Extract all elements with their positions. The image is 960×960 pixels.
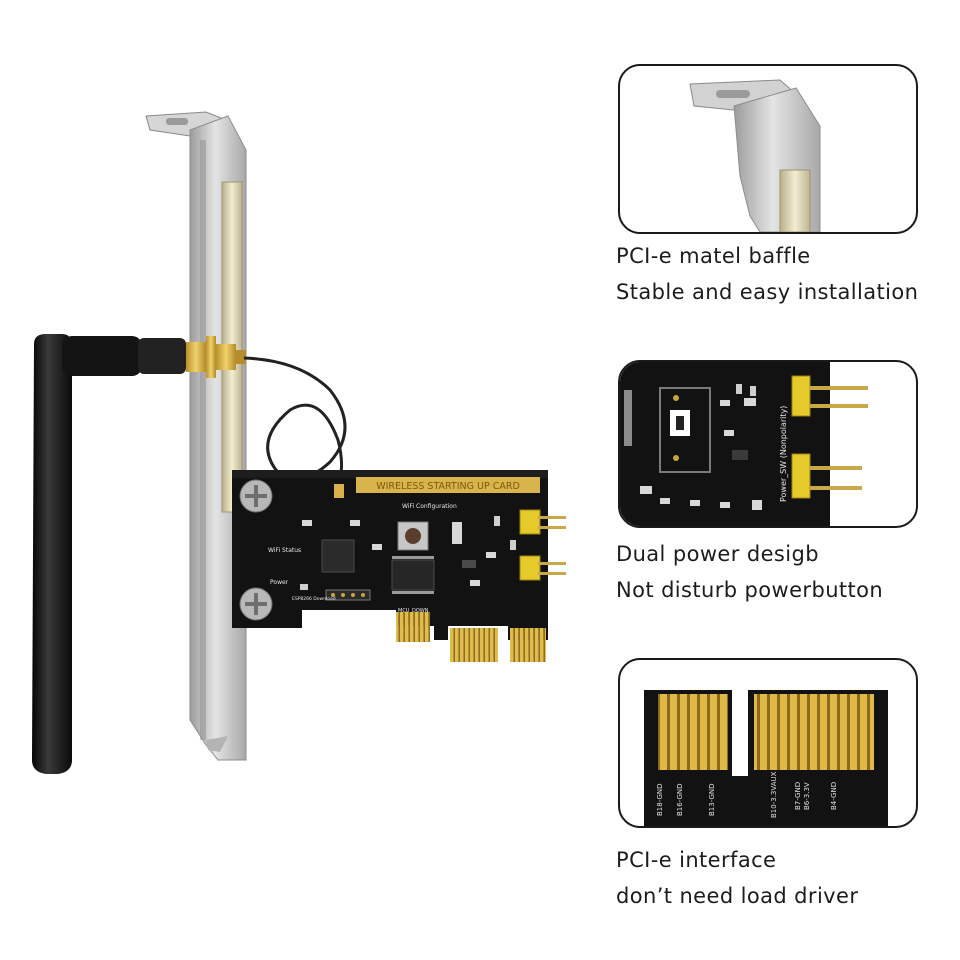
label-mcu-down: MCU_DOWN [398,608,429,614]
antenna [32,334,246,774]
feature-title: PCI-e interface [616,848,777,872]
edge-fingers-right [510,628,546,662]
feature-caption-interface: PCI-e interface don’t need load driver [616,842,956,914]
feature-title: Dual power desigb [616,542,819,566]
wifi-config-button [397,521,429,551]
label-esp-download: ESP8266 Download [292,596,336,602]
sma-connector [186,336,246,378]
edge-fingers-short [396,612,430,642]
label-power: Power [270,579,289,586]
pin-label: B7-GND [794,782,802,810]
screw-bottom [239,587,273,621]
label-wifi-config: WiFi Configuration [402,503,457,510]
pin-header-top [519,509,566,535]
pin-header-bottom [519,555,566,581]
esp-chip [321,539,355,573]
product-photo: WIRELESS STARTING UP CARD [32,111,566,774]
board-closeup: Power_SW (Nonpolarity) [620,362,868,526]
feature-caption-power: Dual power desigb Not disturb powerbutto… [616,536,956,608]
detail-pcie-interface: B18-GND B16-GND B13-GND B10-3.3VAUX B7-G… [618,658,918,828]
pin-label: B16-GND [676,783,684,816]
card-title-label: WIRELESS STARTING UP CARD [376,481,520,492]
edge-fingers-left [450,628,498,662]
feature-caption-bracket: PCI-e matel baffle Stable and easy insta… [616,238,956,310]
feature-desc: don’t need load driver [616,884,859,908]
detail-bracket [618,64,918,234]
mcu-chip [391,559,435,591]
screw-top [239,479,273,513]
bracket-closeup [689,79,821,232]
label-power-sw: Power_SW (Nonpolarity) [779,406,788,502]
feature-desc: Stable and easy installation [616,280,919,304]
feature-desc: Not disturb powerbutton [616,578,884,602]
pcie-fingers-left [658,694,728,770]
pcie-closeup: B18-GND B16-GND B13-GND B10-3.3VAUX B7-G… [644,690,888,826]
pin-label: B10-3.3VAUX [770,771,778,818]
pcie-fingers-right [754,694,874,770]
pin-label: B6-3.3V [803,782,811,810]
pin-label: B13-GND [708,783,716,816]
pin-label: B4-GND [830,782,838,810]
feature-title: PCI-e matel baffle [616,244,811,268]
pcb-board: WIRELESS STARTING UP CARD [232,470,566,662]
pin-label: B18-GND [656,783,664,816]
power-sw-pins-top [791,375,868,417]
power-sw-pins-bottom [791,453,862,499]
label-wifi-status: WiFi Status [268,547,301,554]
detail-power-switch: Power_SW (Nonpolarity) [618,360,918,528]
